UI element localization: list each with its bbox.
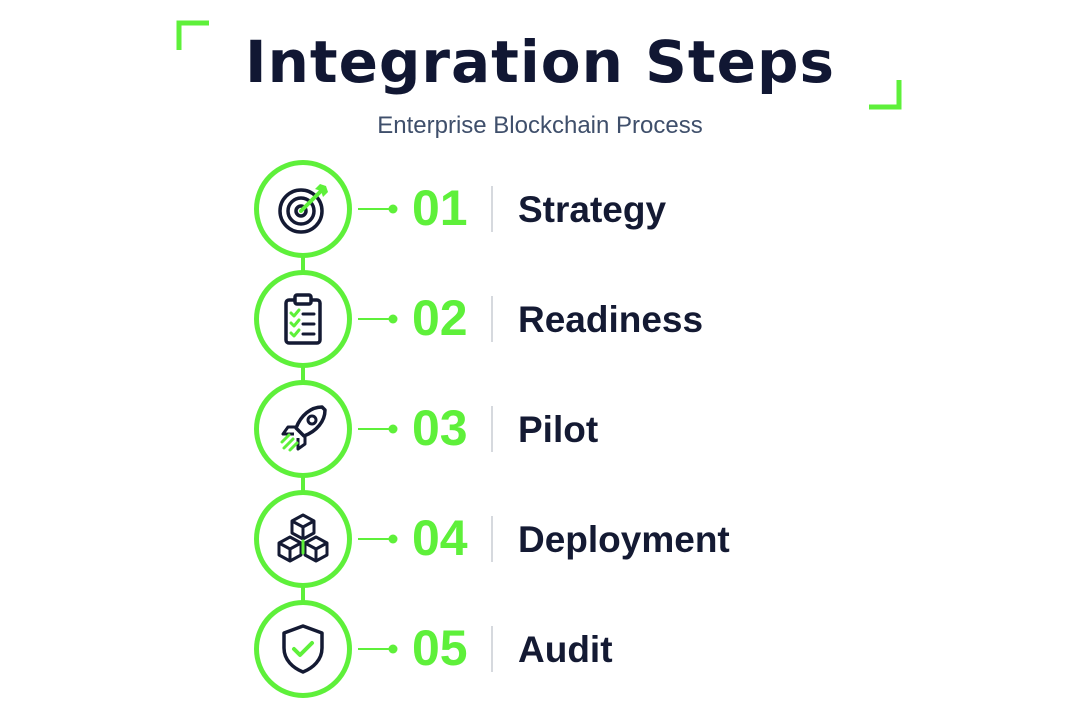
step-readiness: 02 Readiness — [0, 270, 1080, 370]
step-divider — [491, 516, 493, 562]
step-label: Readiness — [518, 299, 704, 340]
step-number: 03 — [412, 400, 468, 456]
step-pilot: 03 Pilot — [0, 380, 1080, 480]
rocket-icon — [280, 405, 327, 452]
step-number: 04 — [412, 510, 468, 566]
shield-check-icon — [282, 624, 324, 674]
step-audit: 05 Audit — [0, 600, 1080, 700]
step-divider — [491, 296, 493, 342]
step-strategy: 01 Strategy — [0, 160, 1080, 260]
target-icon — [278, 184, 328, 234]
page-title: Integration Steps — [244, 28, 835, 96]
step-label: Audit — [518, 629, 613, 670]
step-divider — [491, 186, 493, 232]
step-number: 02 — [412, 290, 468, 346]
step-icon-circle — [254, 600, 352, 698]
step-label: Deployment — [518, 519, 730, 560]
step-divider — [491, 626, 493, 672]
step-deployment: 04 Deployment — [0, 490, 1080, 590]
clipboard-checklist-icon — [284, 293, 322, 345]
step-divider — [491, 406, 493, 452]
step-arrow — [358, 204, 398, 214]
step-icon-circle — [254, 490, 352, 588]
step-arrow — [358, 424, 398, 434]
corner-bracket-top-left — [176, 20, 209, 50]
step-number: 05 — [412, 620, 468, 676]
step-arrow — [358, 644, 398, 654]
page-subtitle: Enterprise Blockchain Process — [377, 112, 703, 139]
step-arrow — [358, 314, 398, 324]
corner-bracket-bottom-right — [869, 80, 902, 110]
step-label: Strategy — [518, 189, 667, 230]
step-icon-circle — [254, 270, 352, 368]
step-icon-circle — [254, 380, 352, 478]
blocks-icon — [277, 513, 329, 563]
step-number: 01 — [412, 180, 468, 236]
step-arrow — [358, 534, 398, 544]
step-label: Pilot — [518, 409, 599, 450]
step-icon-circle — [254, 160, 352, 258]
